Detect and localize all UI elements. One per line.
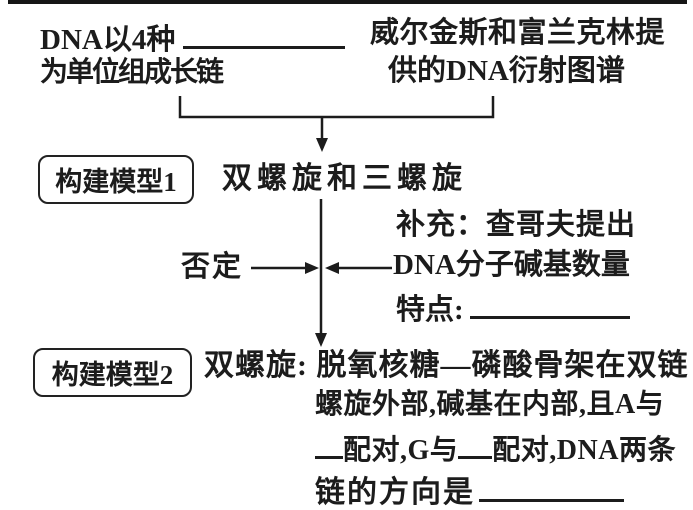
bracket-down-arrowhead (316, 138, 328, 152)
model2-line3-seg1: 配对,G与 (343, 435, 459, 467)
merge-bracket (178, 96, 495, 119)
blank-pair-a (315, 431, 343, 460)
supplement-line3-prefix: 特点: (396, 294, 464, 327)
blank-nucleotide (183, 20, 346, 50)
model2-box: 构建模型2 (33, 348, 192, 397)
rejection-arrowhead (305, 262, 319, 274)
supplement-line1: 补充：查哥夫提出 (396, 209, 637, 241)
supplement-line2: DNA分子碱基数量 (393, 249, 630, 281)
blank-base-rule (469, 290, 630, 320)
model2-line3: 配对,G与 配对,DNA两条 (315, 431, 676, 467)
supplement-arrowhead (325, 262, 339, 274)
premise-left-line2: 为单位组成长链 (40, 57, 224, 88)
main-down-arrowhead (315, 333, 327, 347)
model2-line4-prefix: 链的方向是 (315, 476, 475, 509)
model1-box-label: 构建模型1 (55, 167, 177, 197)
rejection-label: 否定 (181, 251, 244, 283)
model1-result: 双螺旋和三螺旋 (222, 162, 467, 195)
blank-strand-direction (479, 472, 624, 502)
model2-line2: 螺旋外部,碱基在内部,且A与 (315, 389, 665, 420)
premise-left-line1-text: DNA以4种 (40, 24, 176, 57)
premise-right-line2: 供的DNA衍射图谱 (388, 55, 625, 87)
supplement-line3: 特点: (396, 290, 630, 327)
model2-line3-seg2: 配对,DNA两条 (492, 435, 676, 467)
top-border-rule (8, 0, 687, 4)
model2-box-label: 构建模型2 (51, 360, 174, 390)
premise-right-line1: 威尔金斯和富兰克林提 (370, 17, 666, 49)
model2-line4: 链的方向是 (315, 472, 624, 509)
blank-pair-g (458, 431, 493, 460)
model1-box: 构建模型1 (38, 155, 194, 204)
model2-line1: 双螺旋: 脱氧核糖—磷酸骨架在双链 (204, 349, 689, 382)
premise-left-line1: DNA以4种 (40, 20, 346, 57)
